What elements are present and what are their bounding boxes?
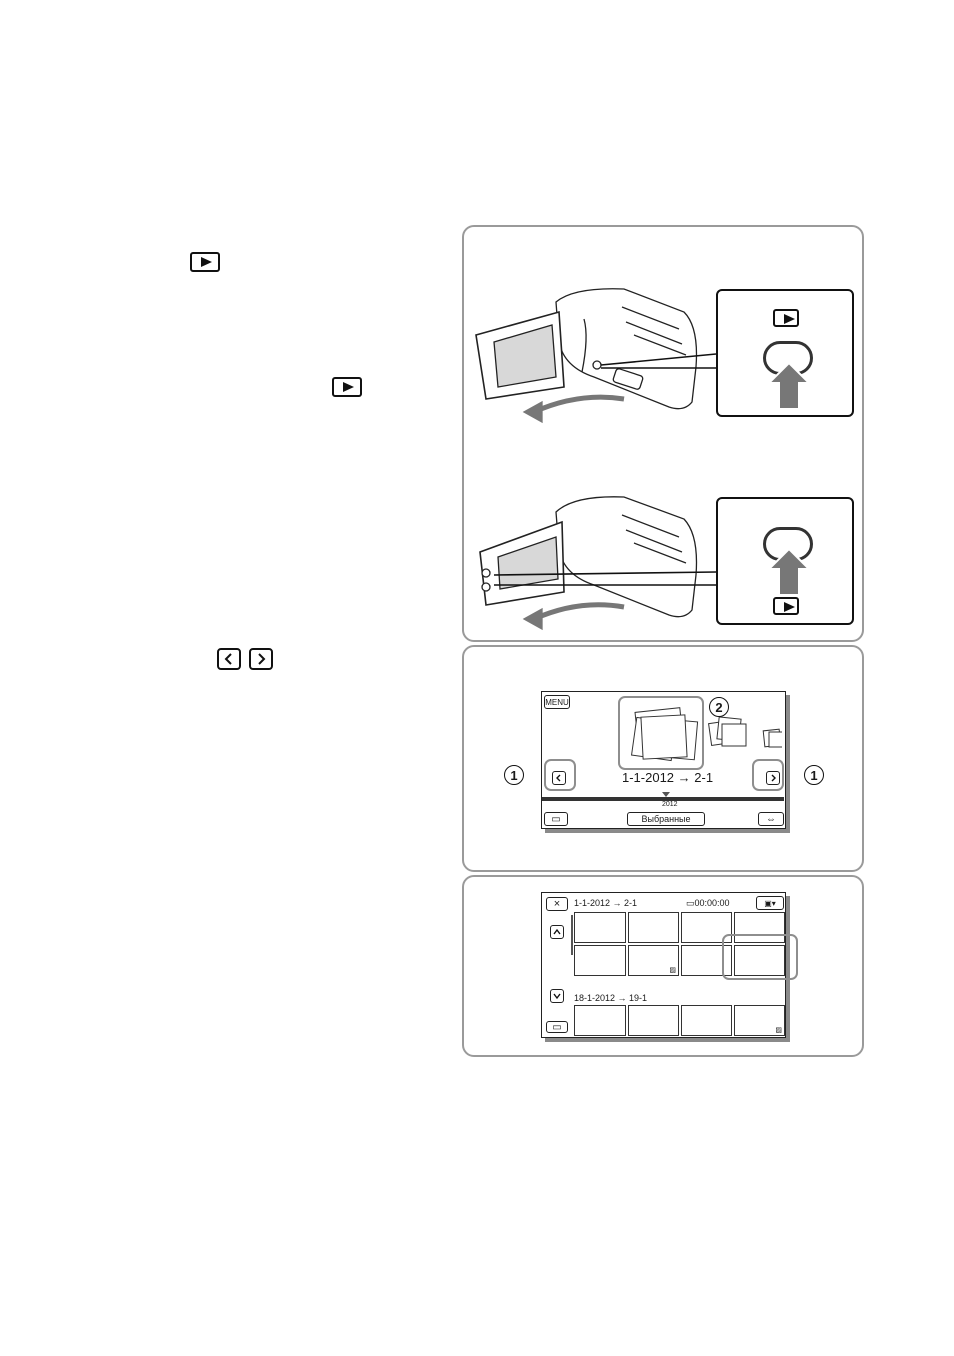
press-arrow-icon [759,361,819,411]
thumbnail[interactable]: ▨ [628,945,679,976]
view-toggle-icon[interactable]: ▭ [544,812,568,826]
press-arrow-icon-2 [759,547,819,597]
highlight-prev [544,759,576,791]
play-button-callout-top [716,289,854,417]
camcorder-bottom [480,497,716,629]
highlight-event [618,696,704,770]
thumbnail[interactable] [628,912,679,943]
play-label-icon-2 [773,597,799,615]
swap-icon[interactable]: ⇔ [758,812,784,826]
duration-label: ▭00:00:00 [686,898,730,909]
play-label-icon [773,309,799,327]
thumbnail[interactable] [574,912,626,943]
camcorder-illustration-panel [462,225,864,642]
thumbnail[interactable] [628,1005,679,1036]
timeline-year: 2012 [662,801,678,808]
event-view-panel: MENU 1-1-2012 → 2-1 2012 [462,645,864,872]
highlight-thumbnail [722,934,798,980]
photo-icon: ▨ [775,1026,782,1034]
close-button[interactable]: × [546,897,568,911]
next-arrow-icon [249,648,273,670]
scrollbar[interactable] [571,915,573,955]
index-date-range-2: 18-1-2012 → 19-1 [574,993,647,1003]
index-view-panel: × 1-1-2012 → 2-1 ▭00:00:00 ▣▾ ▭ ▨ 18-1-2… [462,875,864,1057]
highlight-next [752,759,784,791]
play-button-callout-bottom [716,497,854,625]
play-button-icon-2 [332,377,362,397]
duration-value: 00:00:00 [695,898,730,908]
playback-mode-icon[interactable]: ▭ [546,1021,568,1033]
index-date-range-1: 1-1-2012 → 2-1 [574,898,637,908]
callout-1-right: 1 [804,765,824,785]
favorites-button[interactable]: Выбранные [627,812,705,826]
media-type-dropdown[interactable]: ▣▾ [756,896,784,910]
scroll-down-button[interactable] [550,989,564,1003]
camcorder-top [476,289,716,422]
thumbnail[interactable] [574,945,626,976]
thumbnail[interactable]: ▨ [734,1005,785,1036]
scroll-up-button[interactable] [550,925,564,939]
timeline-marker-icon [662,792,670,797]
photo-icon: ▨ [669,966,676,974]
callout-2: 2 [709,697,729,717]
favorites-label: Выбранные [641,814,690,824]
previous-arrow-icon [217,648,241,670]
play-button-icon [190,252,220,272]
event-date-range: 1-1-2012 → 2-1 [622,770,713,785]
thumbnail[interactable] [574,1005,626,1036]
callout-1-left: 1 [504,765,524,785]
thumbnail[interactable] [681,1005,732,1036]
